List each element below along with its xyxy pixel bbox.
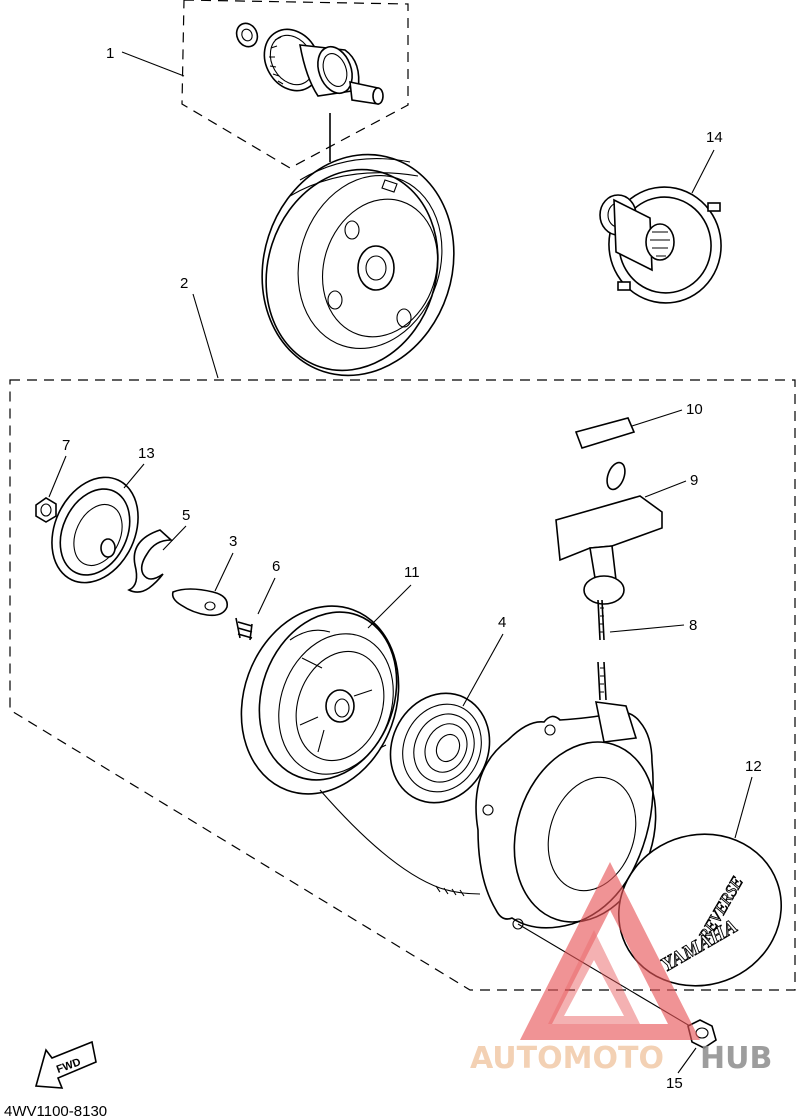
callout-15: 15 (666, 1075, 683, 1092)
part-2-starter-pulley: 2 (180, 113, 455, 379)
part-10-handle-cap: 10 (574, 401, 703, 449)
callout-13: 13 (138, 445, 155, 462)
callout-9: 9 (690, 472, 698, 489)
part-3-ratchet-pawl: 3 (171, 533, 237, 617)
part-5-spring-clip: 5 (127, 507, 190, 593)
diagram-code: 4WV1100-8130 (4, 1103, 107, 1120)
callout-8: 8 (689, 617, 697, 634)
fwd-direction-arrow: FWD (34, 1040, 97, 1089)
callout-10: 10 (686, 401, 703, 418)
part-6-pawl-spring: 6 (235, 558, 280, 641)
recoil-starter-assembly-box (9, 379, 796, 991)
callout-14: 14 (706, 129, 723, 146)
callout-3: 3 (229, 533, 237, 550)
callout-7: 7 (62, 437, 70, 454)
callout-5: 5 (182, 507, 190, 524)
watermark-automotohub: AUTOMOTO HUB (470, 862, 772, 1076)
callout-11: 11 (404, 564, 420, 581)
part-12-emblem: REVERSE YAMAHA 12 (617, 758, 783, 987)
part-15-bolt: 15 (666, 1019, 717, 1092)
watermark-text-hub: HUB (700, 1041, 772, 1076)
callout-4: 4 (498, 614, 506, 631)
part-9-starter-handle: 9 (555, 461, 698, 605)
part-1-starter-drive: 1 (106, 0, 409, 169)
part-13-friction-plate: 13 (51, 445, 155, 584)
watermark-triangle-logo (520, 862, 700, 1040)
callout-6: 6 (272, 558, 280, 575)
part-14-pulley-cup: 14 (599, 129, 723, 304)
watermark-text-automoto: AUTOMOTO (470, 1041, 664, 1076)
part-7-nut: 7 (35, 437, 70, 523)
callout-1: 1 (106, 45, 114, 62)
part-11-rope-reel: 11 (240, 564, 420, 795)
callout-12: 12 (745, 758, 762, 775)
callout-2: 2 (180, 275, 188, 292)
part-8-starter-rope: 8 (319, 599, 697, 897)
